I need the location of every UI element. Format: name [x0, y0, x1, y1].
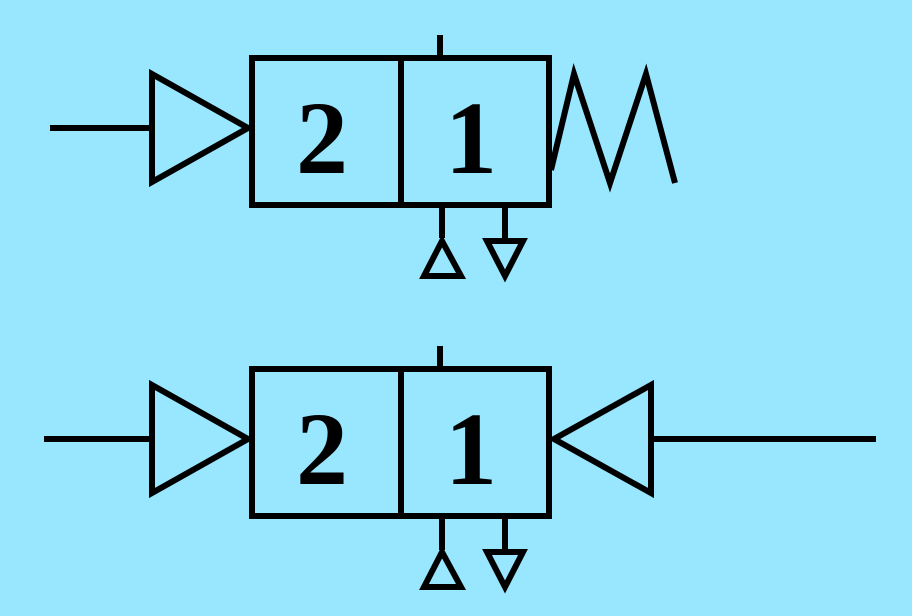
valve-1: 2 1 — [50, 35, 678, 283]
valve-1-left-pilot-triangle-icon — [149, 68, 255, 188]
valve-2-left-pilot-triangle-icon — [149, 379, 255, 499]
valve-2-exhaust-down-triangle-icon — [482, 549, 528, 594]
valve-2-right-pilot-triangle-icon — [547, 379, 654, 499]
valve-1-spring-icon — [548, 63, 678, 193]
valve-2-left-label: 2 — [296, 392, 348, 507]
valve-2-pressure-up-triangle-icon — [419, 545, 467, 590]
valve-2-right-box — [398, 366, 552, 519]
valve-2-right-label: 1 — [445, 392, 497, 507]
valve-1-exhaust-down-triangle-icon — [482, 238, 528, 283]
valve-1-left-label: 2 — [296, 81, 348, 196]
valve-1-right-label: 1 — [445, 81, 497, 196]
valve-1-pressure-up-triangle-icon — [419, 234, 467, 279]
valve-2: 2 1 — [44, 346, 876, 594]
valve-1-right-box — [398, 55, 552, 208]
